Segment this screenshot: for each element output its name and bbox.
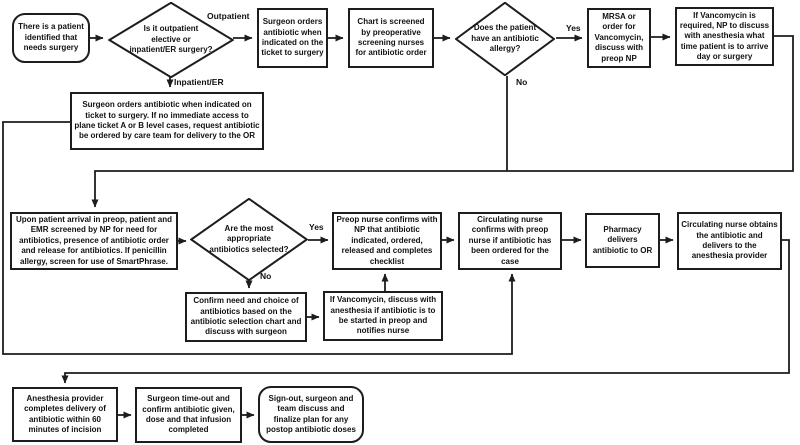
- edge-label-selected-yes: Yes: [309, 222, 324, 232]
- edge-label-inpatient-er: Inpatient/ER: [174, 77, 224, 87]
- node-chart-screened: Chart is screened by preoperative screen…: [348, 8, 434, 68]
- node-vancomycin-arrival-time: If Vancomycin is required, NP to discuss…: [675, 7, 774, 66]
- node-anesthesia-delivers-60min: Anesthesia provider completes delivery o…: [12, 387, 118, 442]
- node-label: Does the patient have an antibiotic alle…: [471, 23, 539, 54]
- node-signout-postop-plan: Sign-out, surgeon and team discuss and f…: [258, 386, 364, 443]
- node-surgeon-orders-outpatient: Surgeon orders antibiotic when indicated…: [257, 8, 328, 68]
- diamond-shape: [108, 2, 234, 78]
- node-circulating-nurse-obtains: Circulating nurse obtains the antibiotic…: [677, 212, 782, 270]
- node-patient-identified: There is a patient identified that needs…: [12, 13, 90, 63]
- diamond-shape: [190, 198, 308, 281]
- edge-label-allergy-no: No: [516, 77, 528, 87]
- node-preop-arrival-screen: Upon patient arrival in preop, patient a…: [10, 212, 178, 270]
- node-circulating-nurse-confirms: Circulating nurse confirms with preop nu…: [458, 212, 562, 270]
- node-pharmacy-delivers: Pharmacy delivers antibiotic to OR: [585, 213, 660, 268]
- node-surgeon-orders-inpatient: Surgeon orders antibiotic when indicated…: [70, 92, 264, 150]
- node-confirm-need-choice: Confirm need and choice of antibiotics b…: [185, 292, 307, 342]
- edge-label-outpatient: Outpatient: [207, 11, 250, 21]
- node-vancomycin-preop-start: If Vancomycin, discuss with anesthesia i…: [323, 291, 443, 341]
- edge-label-selected-no: No: [260, 271, 272, 281]
- node-appropriate-antibiotics-decision: Are the most appropriate antibiotics sel…: [190, 198, 308, 281]
- node-outpatient-or-inpatient-decision: Is it outpatient elective or inpatient/E…: [108, 2, 234, 78]
- node-mrsa-vancomycin: MRSA or order for Vancomycin, discuss wi…: [587, 8, 651, 68]
- node-preop-nurse-confirms: Preop nurse confirms with NP that antibi…: [332, 212, 442, 270]
- node-label: Is it outpatient elective or inpatient/E…: [129, 24, 213, 55]
- node-label: Are the most appropriate antibiotics sel…: [209, 223, 289, 254]
- node-surgeon-timeout: Surgeon time-out and confirm antibiotic …: [135, 387, 242, 443]
- diamond-shape: [455, 2, 555, 76]
- node-allergy-decision: Does the patient have an antibiotic alle…: [455, 2, 555, 76]
- edge-label-allergy-yes: Yes: [566, 23, 581, 33]
